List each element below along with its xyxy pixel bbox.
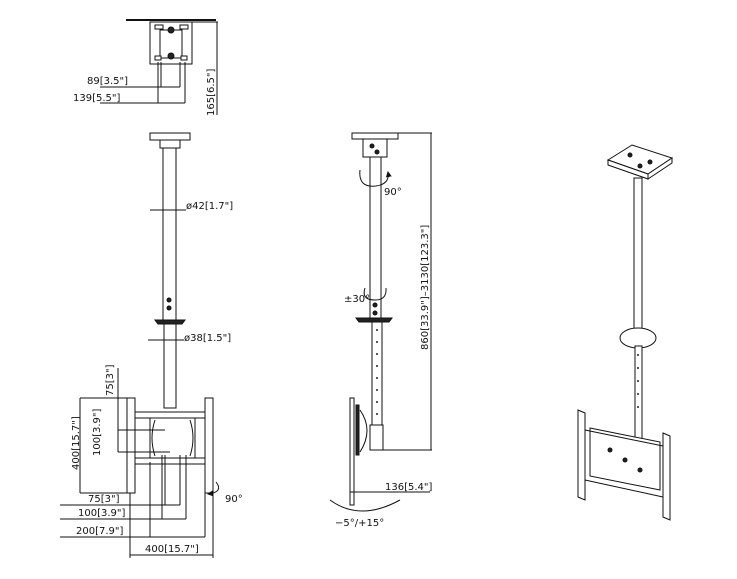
dim-h-100: 100[3.9"]: [78, 508, 125, 519]
lower-pole: [163, 323, 177, 409]
dim-v-100: 100[3.9"]: [92, 409, 103, 456]
dim-h-75: 75[3"]: [88, 494, 120, 505]
dim-89: 89[3.5"]: [87, 76, 128, 87]
dim-h-200: 200[7.9"]: [76, 526, 123, 537]
dim-v-400: 400[15.7"]: [71, 416, 82, 470]
dim-lower-pole: ø38[1.5"]: [184, 333, 231, 344]
rotate-arrow-icon: [207, 481, 220, 497]
tilt-arrow-icon: [329, 499, 401, 512]
perspective-view: [577, 144, 674, 521]
front-view: ø42[1.7"] ø38[1.5"] 400[15.7"] 100[3.9"]…: [60, 132, 243, 558]
swivel: ±30°: [344, 294, 370, 305]
swivel-arrow-icon: [363, 287, 387, 301]
dim-upper-pole: ø42[1.7"]: [186, 201, 233, 212]
dim-165: 165[6.5"]: [206, 69, 217, 116]
depth-136: 136[5.4"]: [385, 482, 432, 493]
tilt: −5°/+15°: [335, 518, 384, 529]
dim-v-75: 75[3"]: [105, 364, 116, 396]
dim-h-400: 400[15.7"]: [145, 544, 199, 555]
side-view: 90° ±30° 860[33.9"]–3130[123.3"] 136[5.4…: [329, 132, 432, 529]
dim-139: 139[5.5"]: [73, 93, 120, 104]
rotate-arrow-icon: [359, 169, 392, 187]
top-view: 89[3.5"] 139[5.5"] 165[6.5"]: [73, 19, 218, 116]
height-range: 860[33.9"]–3130[123.3"]: [420, 225, 431, 350]
rotation-90: 90°: [225, 494, 243, 505]
side-rotation-90: 90°: [384, 187, 402, 198]
upper-pole: [162, 147, 177, 321]
